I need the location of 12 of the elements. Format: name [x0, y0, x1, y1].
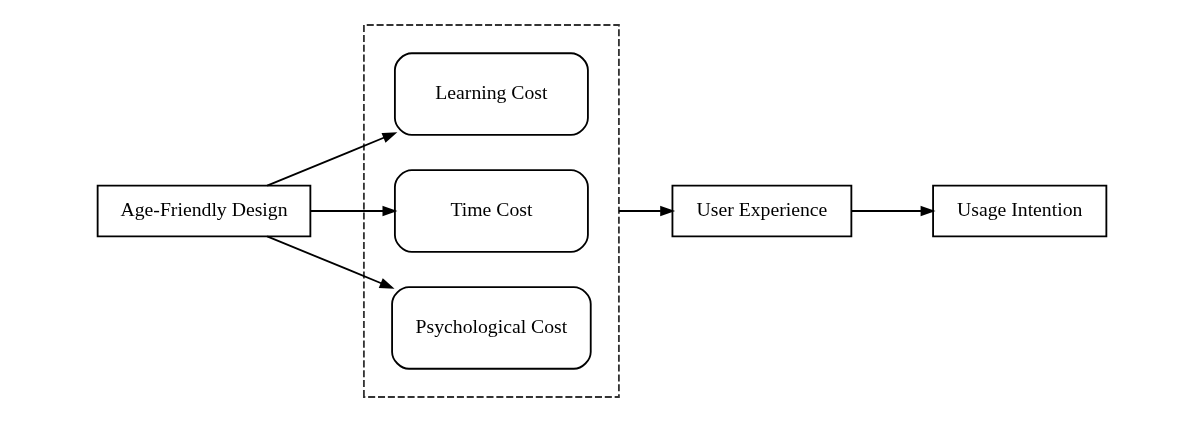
- arrow: [265, 132, 397, 187]
- node-box: Time Cost: [393, 169, 589, 253]
- arrow: [617, 205, 675, 217]
- node-box: Age-Friendly Design: [96, 184, 311, 238]
- node-box: Learning Cost: [393, 52, 589, 136]
- node-box: User Experience: [671, 184, 852, 238]
- arrow: [309, 205, 397, 217]
- arrow: [850, 205, 936, 217]
- arrow: [265, 235, 395, 289]
- node-box: Psychological Cost: [390, 286, 592, 370]
- node-box: Usage Intention: [931, 184, 1107, 238]
- cluster: [362, 24, 620, 398]
